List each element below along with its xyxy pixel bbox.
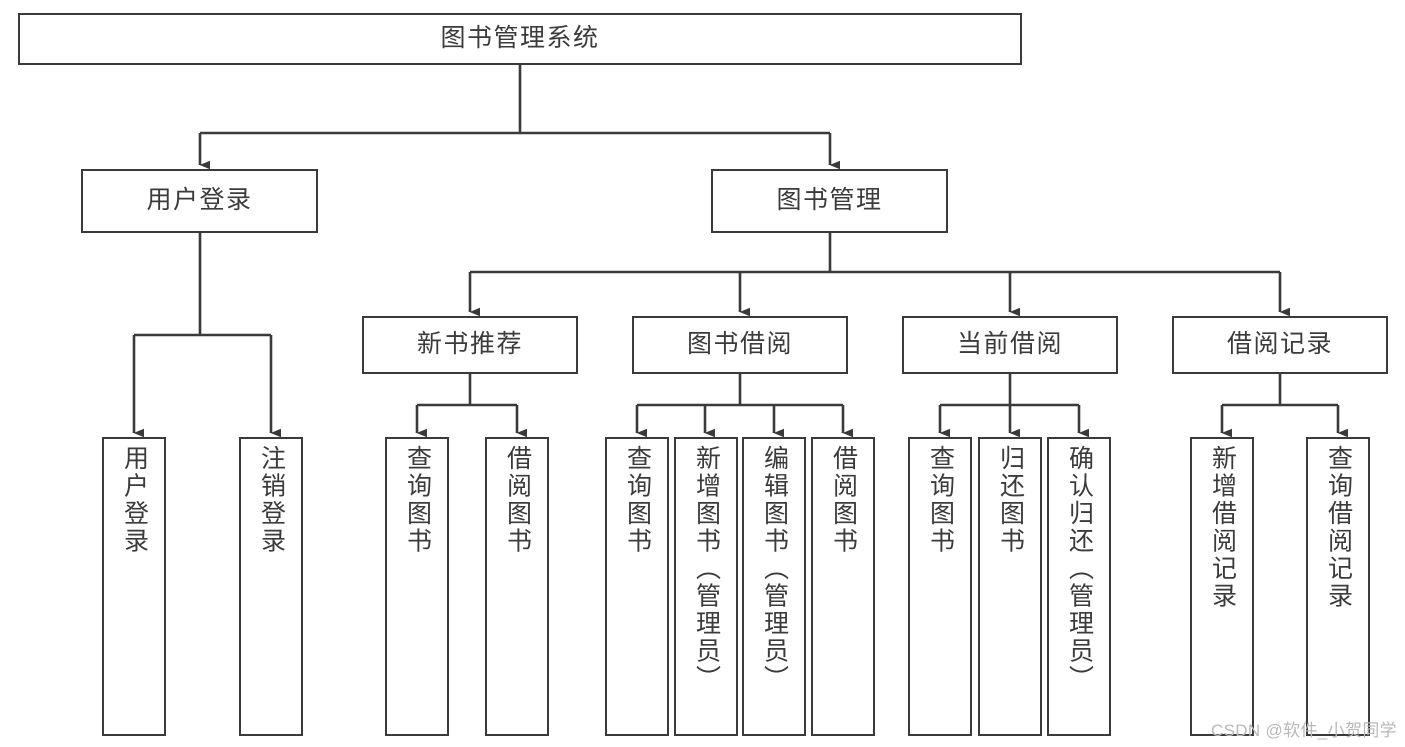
node-label: 借阅图书: [829, 445, 858, 555]
node-label: 新增借阅记录: [1208, 445, 1237, 610]
leaf-logout[interactable]: 注销登录: [239, 437, 303, 736]
leaf-query-book-borrow[interactable]: 查询图书: [605, 437, 669, 736]
leaf-borrow-book[interactable]: 借阅图书: [811, 437, 875, 736]
node-new-book-recommend[interactable]: 新书推荐: [362, 316, 578, 374]
node-label: 确认归还（管理员）: [1065, 445, 1094, 693]
leaf-query-borrow-record[interactable]: 查询借阅记录: [1306, 437, 1370, 736]
node-label: 查询图书: [403, 445, 432, 555]
node-book-borrow[interactable]: 图书借阅: [632, 316, 848, 374]
node-label: 查询图书: [623, 445, 652, 555]
node-label: 借阅记录: [1226, 330, 1333, 359]
node-root-book-management-system[interactable]: 图书管理系统: [18, 13, 1022, 65]
node-label: 图书管理系统: [440, 24, 600, 53]
node-book-management[interactable]: 图书管理: [711, 169, 948, 233]
node-label: 图书借阅: [686, 330, 793, 359]
leaf-query-book-recommend[interactable]: 查询图书: [385, 437, 449, 736]
leaf-add-borrow-record[interactable]: 新增借阅记录: [1190, 437, 1254, 736]
leaf-edit-book[interactable]: 编辑图书（管理员）: [742, 437, 806, 736]
node-label: 借阅图书: [503, 445, 532, 555]
node-label: 编辑图书（管理员）: [760, 445, 789, 693]
node-label: 用户登录: [146, 186, 253, 215]
node-label: 查询图书: [926, 445, 955, 555]
csdn-watermark: CSDN @软件_小贺同学: [1210, 721, 1397, 740]
leaf-add-book[interactable]: 新增图书（管理员）: [674, 437, 738, 736]
leaf-confirm-return[interactable]: 确认归还（管理员）: [1047, 437, 1111, 736]
leaf-user-login[interactable]: 用户登录: [102, 437, 166, 736]
node-label: 新增图书（管理员）: [692, 445, 721, 693]
leaf-return-book[interactable]: 归还图书: [978, 437, 1042, 736]
node-label: 用户登录: [120, 445, 149, 555]
node-label: 归还图书: [996, 445, 1025, 555]
node-borrow-record[interactable]: 借阅记录: [1172, 316, 1388, 374]
node-label: 查询借阅记录: [1324, 445, 1353, 610]
leaf-borrow-book-recommend[interactable]: 借阅图书: [485, 437, 549, 736]
node-label: 新书推荐: [416, 330, 523, 359]
node-label: 图书管理: [776, 186, 883, 215]
node-label: 当前借阅: [956, 330, 1063, 359]
leaf-query-book-current[interactable]: 查询图书: [908, 437, 972, 736]
node-current-borrow[interactable]: 当前借阅: [902, 316, 1118, 374]
node-user-login[interactable]: 用户登录: [81, 169, 318, 233]
node-label: 注销登录: [257, 445, 286, 555]
